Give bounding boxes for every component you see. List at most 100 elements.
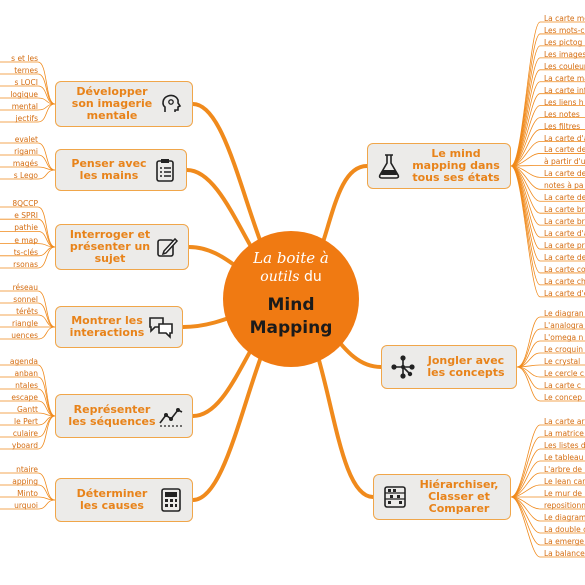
branch-line — [510, 57, 585, 167]
topic-left-3[interactable]: Montrer les interactions — [55, 306, 183, 348]
leaf-topic[interactable]: s et les — [11, 54, 38, 63]
leaf-topic[interactable]: Les couleur — [544, 61, 585, 71]
leaf-topic[interactable]: evalet — [14, 135, 38, 144]
leaf-topic[interactable]: yboard — [11, 441, 38, 450]
leaf-topic[interactable]: Minto — [17, 489, 38, 498]
leaf-topic[interactable]: notes à pa — [544, 181, 584, 191]
leaf-topic[interactable]: Gantt — [16, 405, 38, 414]
leaf-topic[interactable]: ntaire — [16, 465, 38, 474]
leaf-topic[interactable]: ternes — [14, 66, 38, 75]
leaf-topic[interactable]: La carte ma — [544, 73, 585, 83]
topic-left-2[interactable]: Interroger et présenter un sujet — [55, 224, 189, 270]
leaf-topic[interactable]: ts-clés — [13, 247, 38, 257]
leaf-topic[interactable]: La carte pro — [544, 241, 585, 251]
topic-left-1[interactable]: Penser avec les mains — [55, 149, 187, 191]
leaf-topic[interactable]: urquoi — [14, 501, 38, 510]
leaf-topic[interactable]: magés — [12, 159, 38, 168]
leaf-topic[interactable]: La carte co — [544, 264, 585, 274]
leaf-topic[interactable]: ntales — [15, 381, 38, 390]
leaf-topic[interactable]: e SPRI — [14, 211, 38, 221]
leaf-topic[interactable]: La emerge — [544, 537, 585, 546]
branch-line — [0, 290, 56, 328]
leaf-topic[interactable]: 8QCCP — [12, 199, 38, 208]
leaf-topic[interactable]: Le croquin — [544, 345, 584, 354]
leaf-topic[interactable]: Le diagram — [544, 513, 585, 522]
leaf-topic[interactable]: L'omega n — [544, 333, 584, 342]
leaf-topic[interactable]: Les images — [544, 49, 585, 59]
leaf-topic[interactable]: à partir d'u — [544, 157, 585, 167]
branch-line — [510, 484, 585, 498]
leaf-topic[interactable]: La carte de — [544, 145, 585, 155]
leaf-topic[interactable]: Le mur de — [544, 489, 582, 498]
leaf-topic[interactable]: La carte de — [544, 193, 585, 203]
leaf-topic[interactable]: La carte d'a — [544, 133, 585, 143]
leaf-topic[interactable]: L'arbre de — [544, 465, 582, 474]
branch-line — [0, 154, 56, 171]
leaf-topic[interactable]: Les listes d — [544, 441, 585, 450]
leaf-topic[interactable]: La carte bra — [544, 217, 585, 227]
branch-line — [0, 412, 56, 417]
leaf-topic[interactable]: La carte me — [544, 14, 585, 23]
leaf-topic[interactable]: Le crystal — [544, 357, 581, 366]
leaf-topic[interactable]: La double c — [544, 525, 585, 534]
leaf-topic[interactable]: réseau — [12, 283, 38, 292]
leaf-topic[interactable]: La carte ch — [544, 276, 585, 286]
leaf-topic[interactable]: La carte bra — [544, 205, 585, 215]
topic-left-5[interactable]: Déterminer les causes — [55, 478, 193, 522]
leaf-topic[interactable]: jectifs — [15, 114, 38, 123]
leaf-topic[interactable]: térêts — [16, 307, 38, 316]
leaf-topic[interactable]: rigami — [14, 147, 38, 156]
leaf-topic[interactable]: La carte d'e — [544, 288, 585, 298]
topic-right-1[interactable]: Jongler avec les concepts — [381, 345, 517, 389]
leaf-topic[interactable]: La carte c — [544, 381, 582, 390]
leaf-topic[interactable]: s Lego — [13, 171, 38, 180]
branch-line — [0, 166, 56, 171]
leaf-topic[interactable]: mental — [11, 102, 38, 111]
branch-line — [0, 231, 56, 248]
leaf-topic[interactable]: pathie — [14, 223, 38, 233]
leaf-topic[interactable]: logique — [10, 90, 38, 99]
leaf-topic[interactable]: riangle — [12, 319, 38, 328]
leaf-topic[interactable]: Le cercle c — [544, 369, 585, 378]
leaf-topic[interactable]: L'analogra — [544, 321, 584, 330]
leaf-topic[interactable]: Le tableau — [544, 453, 584, 462]
leaf-topic[interactable]: La carte de — [544, 253, 585, 262]
leaf-topic[interactable]: La balance — [544, 549, 585, 558]
leaf-topic[interactable]: Les mots-c — [544, 25, 585, 35]
leaf-topic[interactable]: rsonas — [13, 260, 38, 269]
leaf-topic[interactable]: uences — [11, 331, 38, 340]
leaf-topic[interactable]: Le lean can — [544, 477, 585, 486]
leaf-topic[interactable]: Les filtres — [544, 121, 581, 131]
topic-label: Le mind mapping dans tous ses états — [412, 147, 500, 184]
leaf-topic[interactable]: anban — [14, 369, 38, 378]
leaf-topic[interactable]: le Pert — [14, 417, 38, 426]
topic-left-4[interactable]: Représenter les séquences — [55, 394, 193, 438]
leaf-topic[interactable]: agenda — [9, 357, 38, 366]
leaf-topic[interactable]: La carte de — [544, 169, 585, 179]
leaf-topic[interactable]: Les notes — [544, 109, 580, 119]
branch-line — [0, 472, 56, 501]
leaf-topic[interactable]: e map — [14, 235, 38, 245]
leaf-topic[interactable]: La matrice — [544, 429, 584, 438]
center-line-4: Mapping — [249, 318, 333, 338]
topic-left-0[interactable]: Développer son imagerie mentale — [55, 81, 193, 127]
leaf-topic[interactable]: Les pictog — [544, 37, 583, 47]
branch-line — [510, 436, 585, 498]
leaf-topic[interactable]: escape — [11, 393, 38, 402]
topic-right-2[interactable]: Hiérarchiser, Classer et Comparer — [373, 474, 511, 520]
leaf-topic[interactable]: s LOCI — [14, 78, 38, 87]
leaf-topic[interactable]: apping — [12, 477, 38, 486]
leaf-topic[interactable]: La carte d'a — [544, 229, 585, 239]
branch-line — [0, 206, 56, 248]
leaf-topic[interactable]: Le diagran — [544, 309, 584, 318]
topic-right-0[interactable]: Le mind mapping dans tous ses états — [367, 143, 511, 189]
leaf-topic[interactable]: Les liens h — [544, 97, 584, 107]
clipboard-checklist-icon — [152, 157, 178, 183]
leaf-topic[interactable]: repositionna — [544, 501, 585, 510]
leaf-topic[interactable]: sonnel — [13, 295, 38, 304]
leaf-topic[interactable]: culaire — [12, 429, 38, 438]
leaf-topic[interactable]: La carte ara — [544, 417, 585, 426]
branch-line — [0, 326, 56, 340]
leaf-topic[interactable]: Le concep — [544, 393, 583, 402]
leaf-topic[interactable]: La carte inf — [544, 85, 585, 95]
